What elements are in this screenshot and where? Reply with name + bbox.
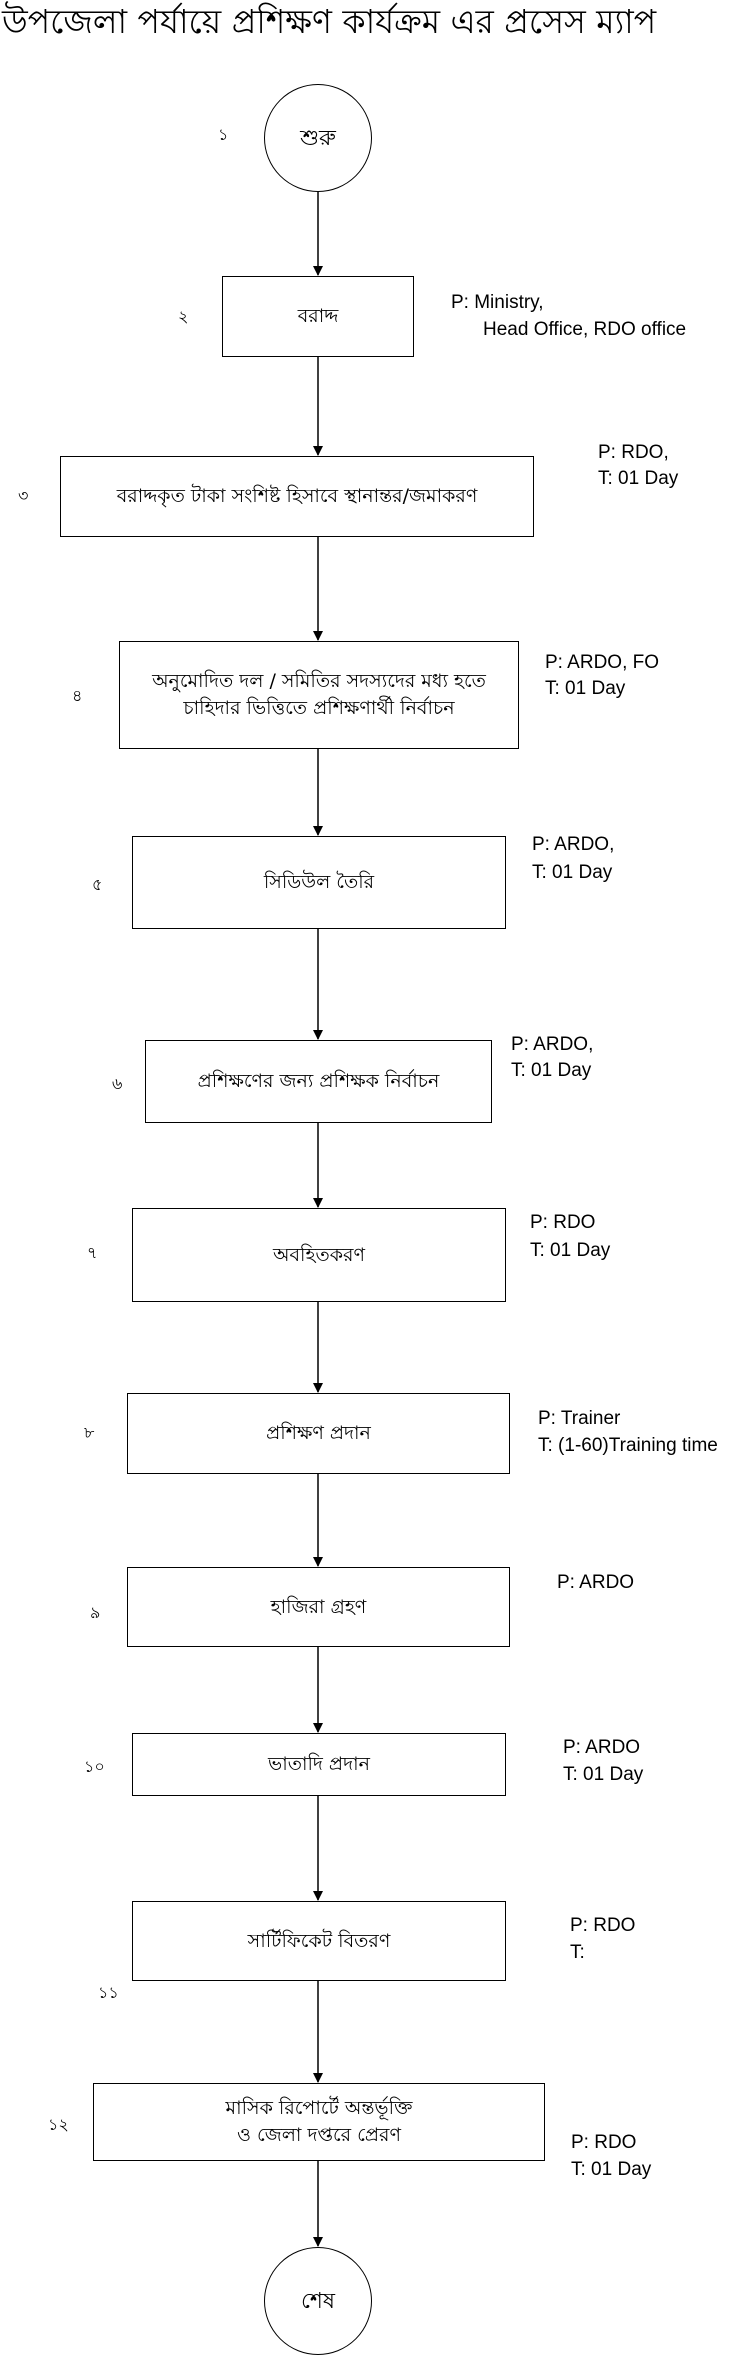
step-note-5-t: T: 01 Day — [532, 862, 613, 883]
step-note-4-p: P: ARDO, FO — [545, 652, 660, 673]
step-number-12: ১২ — [48, 2115, 69, 2134]
step-note-10-p: P: ARDO — [563, 1737, 641, 1758]
step-note-7-t: T: 01 Day — [530, 1240, 611, 1261]
step-label-11: সার্টিফিকেট বিতরণ — [247, 1929, 391, 1952]
step-number-1: ১ — [218, 125, 229, 144]
step-box-5: সিডিউল তৈরি — [132, 836, 506, 929]
step-number-9: ৯ — [90, 1603, 101, 1622]
step-note-5-p: P: ARDO, — [532, 834, 615, 855]
step-label-12b: ও জেলা দপ্তরে প্রেরণ — [237, 2124, 401, 2146]
step-note-6-t: T: 01 Day — [511, 1060, 592, 1081]
step-number-6: ৬ — [112, 1074, 123, 1093]
step-note-2-p: P: Ministry, — [451, 292, 544, 313]
step-number-2: ২ — [178, 307, 189, 326]
step-note-6-p: P: ARDO, — [511, 1034, 594, 1055]
step-box-12: মাসিক রিপোর্টে অন্তর্ভূক্তি ও জেলা দপ্তর… — [93, 2083, 545, 2161]
step-number-10: ১০ — [84, 1757, 105, 1776]
step-note-12-t: T: 01 Day — [571, 2159, 652, 2180]
end-node: শেষ — [264, 2247, 372, 2355]
step-number-5: ৫ — [92, 875, 103, 894]
step-label-4a: অনুমোদিত দল / সমিতির সদস্যদের মধ্য হতে — [152, 670, 486, 692]
step-label-10: ভাতাদি প্রদান — [268, 1753, 370, 1775]
diagram-title: উপজেলা পর্যায়ে প্রশিক্ষণ কার্যক্রম এর প… — [2, 2, 657, 41]
step-label-7: অবহিতকরণ — [273, 1243, 365, 1266]
step-note-11-p: P: RDO — [570, 1915, 636, 1936]
step-number-11: ১১ — [98, 1983, 119, 2002]
step-note-10-t: T: 01 Day — [563, 1764, 644, 1785]
step-box-2: বরাদ্দ — [222, 276, 414, 357]
step-box-11: সার্টিফিকেট বিতরণ — [132, 1901, 506, 1981]
step-number-3: ৩ — [18, 486, 29, 505]
step-note-3-t: T: 01 Day — [598, 468, 679, 489]
step-box-9: হাজিরা গ্রহণ — [127, 1567, 510, 1647]
step-box-4: অনুমোদিত দল / সমিতির সদস্যদের মধ্য হতে চ… — [119, 641, 519, 749]
step-note-9-p: P: ARDO — [557, 1572, 635, 1593]
step-box-8: প্রশিক্ষণ প্রদান — [127, 1393, 510, 1474]
step-label-3: বরাদ্দকৃত টাকা সংশিষ্ট হিসাবে স্থানান্তর… — [116, 485, 478, 507]
step-note-4-t: T: 01 Day — [545, 678, 626, 699]
start-label: শুরু — [300, 125, 336, 151]
step-label-12a: মাসিক রিপোর্টে অন্তর্ভূক্তি — [225, 2097, 413, 2119]
step-note-11-t: T: — [570, 1942, 585, 1963]
step-number-4: ৪ — [72, 686, 83, 705]
step-box-10: ভাতাদি প্রদান — [132, 1733, 506, 1796]
step-note-2-t: Head Office, RDO office — [483, 319, 687, 340]
step-label-4b: চাহিদার ভিত্তিতে প্রশিক্ষণার্থী নির্বাচন — [183, 697, 455, 719]
step-label-8: প্রশিক্ষণ প্রদান — [266, 1422, 371, 1444]
step-label-5: সিডিউল তৈরি — [263, 871, 375, 893]
step-note-12-p: P: RDO — [571, 2132, 637, 2153]
step-note-8-p: P: Trainer — [538, 1408, 621, 1429]
step-note-8-t: T: (1-60)Training time — [538, 1435, 718, 1456]
end-label: শেষ — [300, 2288, 336, 2314]
step-label-2: বরাদ্দ — [297, 305, 339, 327]
step-note-3-p: P: RDO, — [598, 442, 669, 463]
step-box-7: অবহিতকরণ — [132, 1208, 506, 1302]
step-number-7: ৭ — [87, 1243, 98, 1262]
step-number-8: ৮ — [84, 1423, 95, 1442]
step-box-3: বরাদ্দকৃত টাকা সংশিষ্ট হিসাবে স্থানান্তর… — [60, 456, 534, 537]
start-node: শুরু — [264, 84, 372, 192]
step-label-6: প্রশিক্ষণের জন্য প্রশিক্ষক নির্বাচন — [197, 1070, 440, 1092]
step-label-9: হাজিরা গ্রহণ — [270, 1595, 367, 1618]
step-box-6: প্রশিক্ষণের জন্য প্রশিক্ষক নির্বাচন — [145, 1040, 492, 1123]
step-note-7-p: P: RDO — [530, 1212, 596, 1233]
